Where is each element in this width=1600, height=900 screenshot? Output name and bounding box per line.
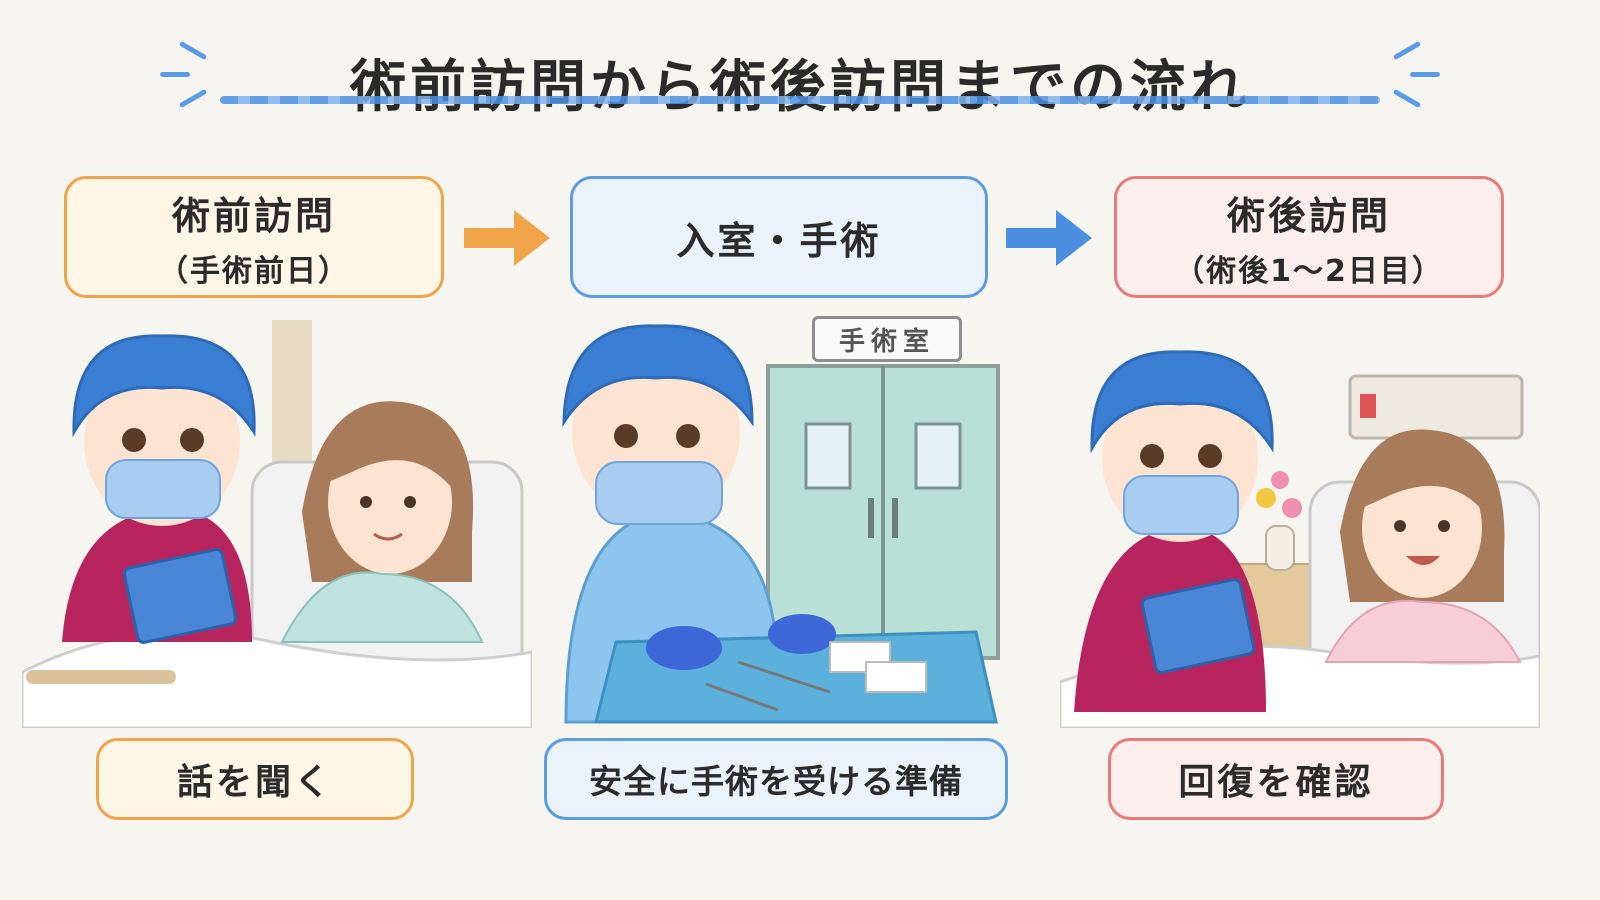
step-surgery: 入室・手術 (570, 176, 988, 298)
operating-room-sign: 手術室 (812, 316, 962, 362)
step-post-visit: 術後訪問 （術後1～2日目） (1114, 176, 1504, 298)
sparkle-left-2 (160, 72, 190, 77)
step-post-visit-subtitle: （術後1～2日目） (1174, 253, 1444, 289)
post-visit-illustration (1060, 312, 1540, 728)
step-post-visit-title: 術後訪問 (1226, 193, 1391, 238)
scene-post-visit (1060, 312, 1540, 728)
arrow-right-icon (1006, 210, 1092, 266)
caption-surgery: 安全に手術を受ける準備 (544, 738, 1008, 820)
scene-surgery: 手術室 (556, 312, 1008, 728)
step-pre-visit-title: 術前訪問 (171, 193, 336, 238)
title-underline (220, 96, 1380, 104)
header: 術前訪問から術後訪問までの流れ (0, 28, 1600, 138)
step-pre-visit: 術前訪問 （手術前日） (64, 176, 444, 298)
page-title: 術前訪問から術後訪問までの流れ (350, 55, 1250, 120)
step-surgery-title: 入室・手術 (676, 218, 882, 263)
caption-post-visit: 回復を確認 (1108, 738, 1444, 820)
surgery-illustration (556, 312, 1008, 728)
step-pre-visit-subtitle: （手術前日） (158, 253, 350, 289)
sparkle-right-2 (1410, 72, 1440, 77)
pre-visit-illustration (22, 312, 532, 728)
arrow-right-icon (464, 210, 550, 266)
caption-pre-visit: 話を聞く (96, 738, 414, 820)
scene-pre-visit (22, 312, 532, 728)
